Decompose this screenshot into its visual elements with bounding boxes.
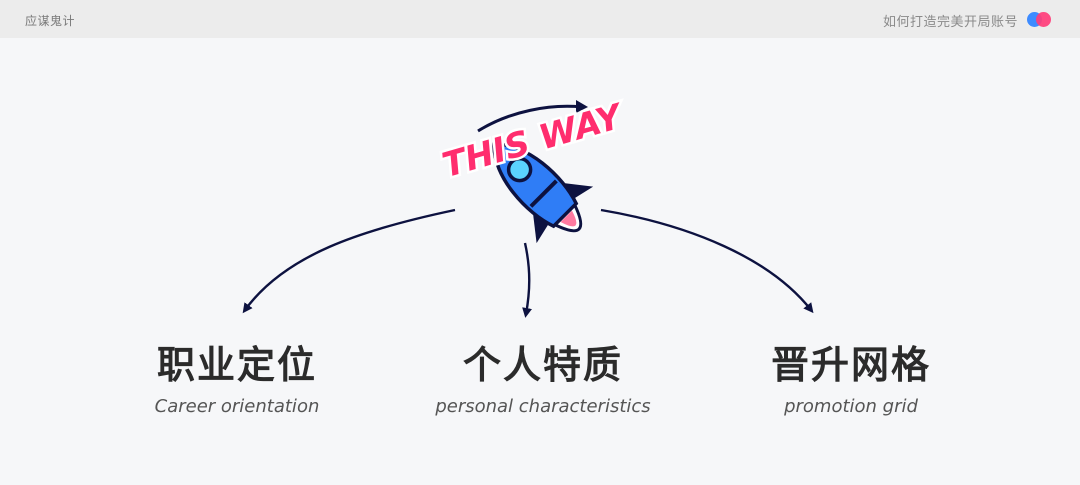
- item-promotion: 晋升网格 promotion grid: [751, 338, 951, 417]
- arrow-to-career: [242, 208, 456, 314]
- item-subtitle: personal characteristics: [435, 396, 651, 417]
- item-career: 职业定位 Career orientation: [137, 338, 337, 417]
- brand-name: 应谋鬼计: [25, 14, 76, 28]
- logo: [1027, 12, 1053, 28]
- item-personal: 个人特质 personal characteristics: [423, 338, 663, 417]
- this-way-sticker: THIS WAY: [436, 93, 632, 244]
- sticker-arrow-icon: [477, 104, 583, 133]
- top-bar: 应谋鬼计 如何打造完美开局账号: [0, 0, 1080, 38]
- item-title: 职业定位: [156, 343, 317, 387]
- item-subtitle: promotion grid: [784, 396, 918, 417]
- arrow-to-promotion: [600, 208, 814, 314]
- item-title: 个人特质: [462, 343, 623, 387]
- rocket-icon: [492, 142, 594, 244]
- item-title: 晋升网格: [770, 343, 931, 387]
- topic-title: 如何打造完美开局账号: [882, 15, 1018, 30]
- logo-pink-dot: [1036, 12, 1051, 27]
- item-subtitle: Career orientation: [154, 396, 320, 417]
- arrow-to-personal: [522, 242, 532, 318]
